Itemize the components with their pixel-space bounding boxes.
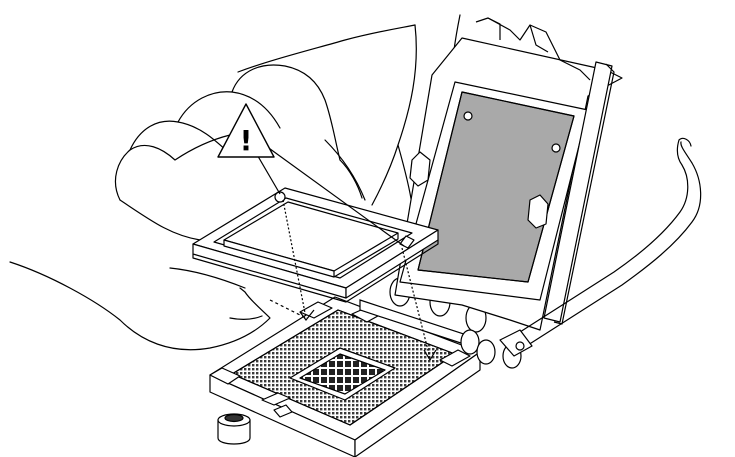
socket-base <box>209 296 481 457</box>
alignment-lines <box>251 145 437 362</box>
load-plate <box>394 17 623 331</box>
warning-icon: ! <box>217 103 275 158</box>
socket-cap <box>217 413 251 445</box>
cpu <box>192 187 439 303</box>
load-lever <box>499 137 702 357</box>
warning-mark: ! <box>240 124 253 157</box>
